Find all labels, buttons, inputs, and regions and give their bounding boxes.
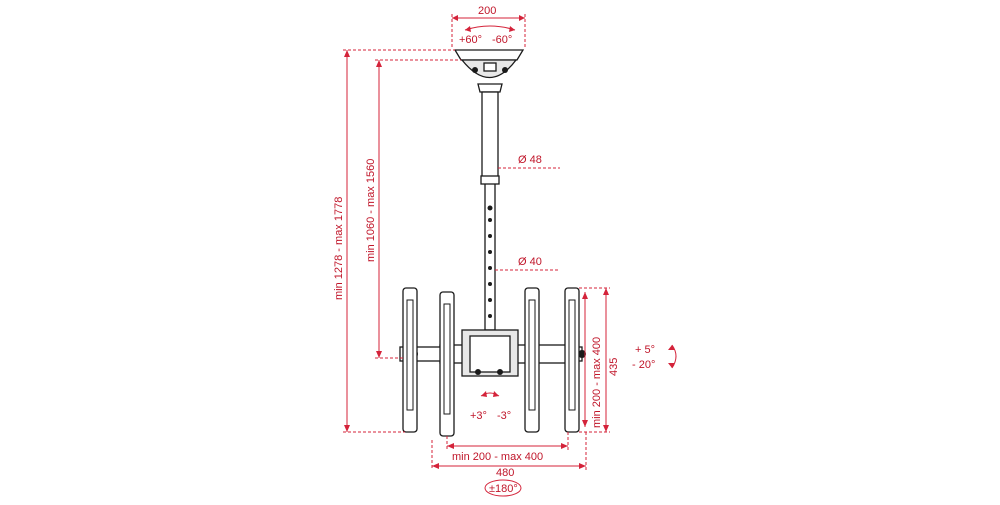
bracket-left-inner xyxy=(439,291,455,437)
tilt-top-neg-label: -60° xyxy=(492,34,512,46)
roll-neg-label: -3° xyxy=(497,410,511,422)
bracket-right-inner xyxy=(524,287,540,433)
tilt-up-label: + 5° xyxy=(635,344,655,356)
bracket-right-outer xyxy=(564,287,580,433)
pole-dia-lower-label: Ø 40 xyxy=(518,256,542,268)
plate-width-label: 200 xyxy=(478,5,496,17)
total-height-label: min 1278 - max 1778 xyxy=(333,197,345,300)
central-hub xyxy=(399,329,586,377)
pole-height-label: min 1060 - max 1560 xyxy=(365,159,377,262)
roll-pos-label: +3° xyxy=(470,410,487,422)
bracket-height-dimension: min 200 - max 400 xyxy=(582,292,603,428)
bracket-width-label: min 200 - max 400 xyxy=(452,451,543,463)
overall-height-dimension: 435 xyxy=(579,287,620,433)
total-height-dimension: min 1278 - max 1778 xyxy=(333,49,455,433)
plate-width-dimension: 200 xyxy=(451,5,526,48)
overall-width-dimension: 480 xyxy=(431,432,587,479)
tilt-top-arc xyxy=(464,25,516,31)
pole xyxy=(480,91,500,331)
bracket-left-outer xyxy=(402,287,418,433)
overall-height-label: 435 xyxy=(608,358,620,376)
tilt-down-label: - 20° xyxy=(632,359,655,371)
pole-height-dimension: min 1060 - max 1560 xyxy=(365,59,461,359)
bracket-height-label: min 200 - max 400 xyxy=(591,337,603,428)
rotation-label: ±180° xyxy=(489,483,518,495)
rotation-callout: ±180° xyxy=(484,479,522,497)
pole-dia-upper-label: Ø 48 xyxy=(518,154,542,166)
tilt-top-pos-label: +60° xyxy=(459,34,482,46)
ceiling-plate xyxy=(453,49,525,93)
bracket-width-dimension: min 200 - max 400 xyxy=(446,432,569,463)
overall-width-label: 480 xyxy=(496,467,514,479)
